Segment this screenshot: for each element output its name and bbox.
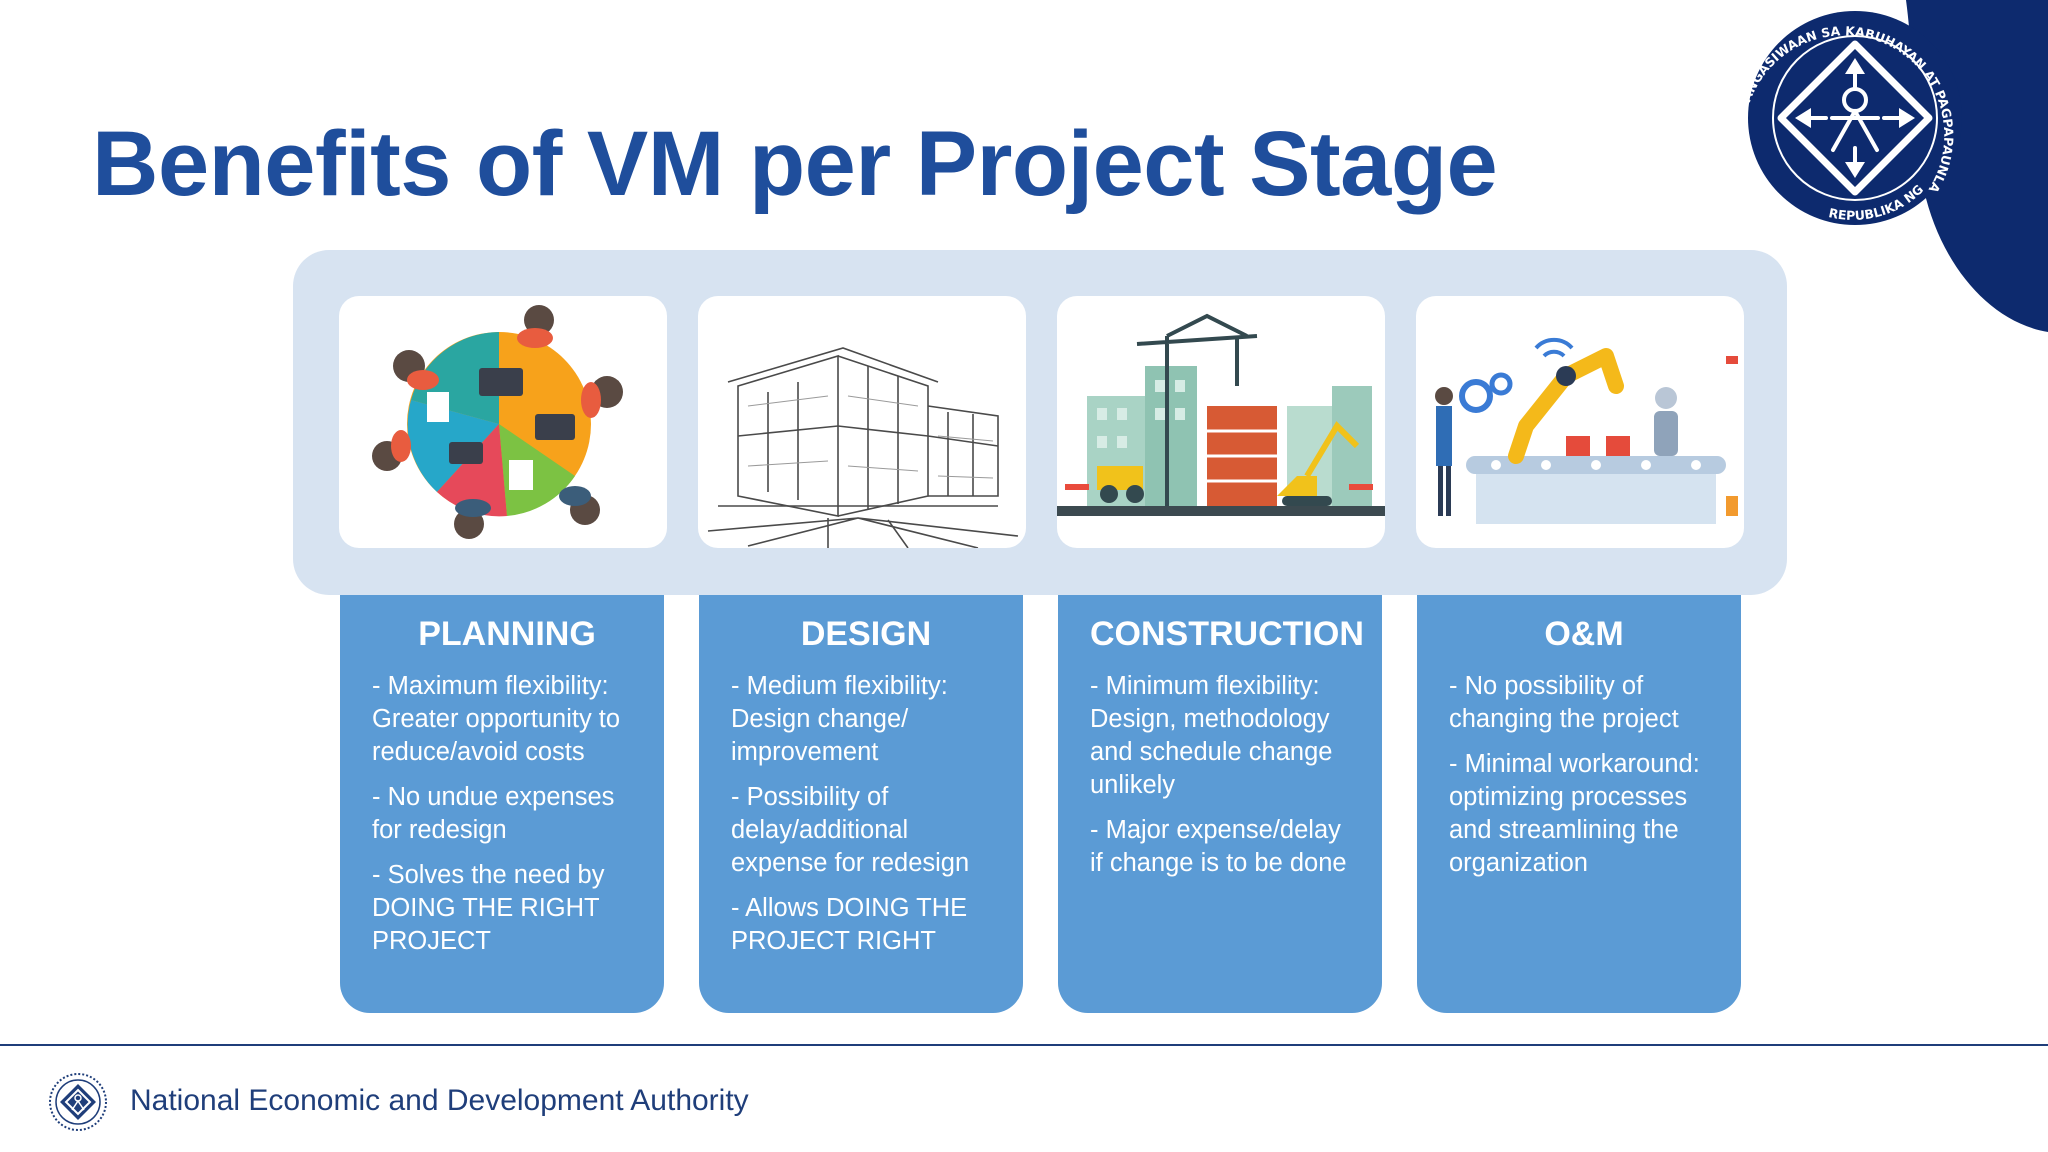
stage-bullets: - No possibility of changing the project… bbox=[1449, 670, 1719, 880]
stage-bullets: - Minimum flexibility: Design, methodolo… bbox=[1090, 670, 1360, 880]
stage-card-om: O&M - No possibility of changing the pro… bbox=[1417, 595, 1741, 1013]
stage-title: DESIGN bbox=[800, 615, 932, 653]
stage-bullets: - Maximum flexibility: Greater opportuni… bbox=[372, 670, 642, 958]
bullet-item: - Minimal workaround: optimizing process… bbox=[1449, 750, 1700, 877]
construction-image bbox=[1057, 296, 1385, 548]
planning-image bbox=[339, 296, 667, 548]
bullet-item: - Allows DOING THE PROJECT RIGHT bbox=[731, 894, 968, 955]
bullet-item: - No possibility of changing the project bbox=[1449, 672, 1679, 733]
neda-logo-icon bbox=[49, 1073, 107, 1131]
bullet-item: - Solves the need by DOING THE RIGHT PRO… bbox=[372, 861, 605, 955]
bullet-item: - Maximum flexibility: Greater opportuni… bbox=[372, 672, 621, 766]
building-sketch-illustration-icon bbox=[707, 347, 1019, 548]
stage-card-design: DESIGN - Medium flexibility: Design chan… bbox=[699, 595, 1023, 1013]
stage-title: CONSTRUCTION bbox=[1090, 615, 1364, 653]
header-corner-seal: PAMBANSANG PANGASIWAAN SA KABUHAYAN AT P… bbox=[1628, 0, 2048, 332]
footer-organization-name: National Economic and Development Author… bbox=[130, 1084, 749, 1117]
robotic-factory-illustration-icon bbox=[1435, 337, 1738, 524]
footer-divider bbox=[0, 1044, 2048, 1046]
om-image bbox=[1416, 296, 1744, 548]
construction-site-illustration-icon bbox=[1057, 313, 1385, 516]
stage-title: O&M bbox=[1544, 615, 1624, 653]
stage-bullets: - Medium flexibility: Design change/ imp… bbox=[731, 670, 1001, 958]
bullet-item: - Minimum flexibility: Design, methodolo… bbox=[1090, 672, 1333, 799]
bullet-item: - Medium flexibility: Design change/ imp… bbox=[731, 672, 948, 766]
page-title: Benefits of VM per Project Stage bbox=[92, 113, 1498, 215]
stage-title: PLANNING bbox=[418, 615, 596, 653]
design-image bbox=[698, 296, 1026, 548]
stage-card-construction: CONSTRUCTION - Minimum flexibility: Desi… bbox=[1058, 595, 1382, 1013]
stage-image-strip bbox=[293, 250, 1787, 595]
bullet-item: - Possibility of delay/additional expens… bbox=[731, 783, 970, 877]
bullet-item: - No undue expenses for redesign bbox=[372, 783, 615, 844]
bullet-item: - Major expense/delay if change is to be… bbox=[1090, 816, 1347, 877]
stage-card-planning: PLANNING - Maximum flexibility: Greater … bbox=[340, 595, 664, 1013]
meeting-table-illustration-icon bbox=[372, 305, 623, 539]
